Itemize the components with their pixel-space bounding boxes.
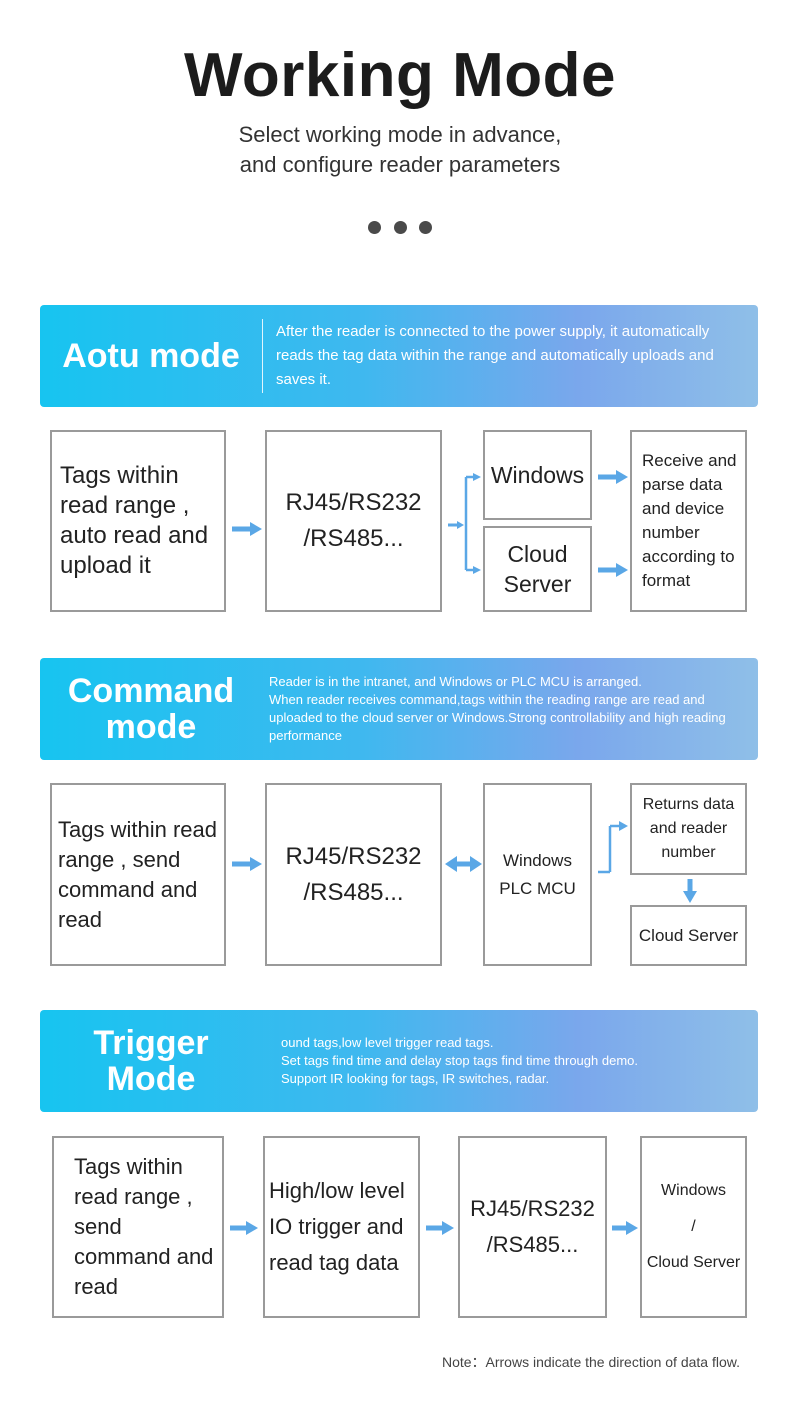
command-source-text: Tags within read range , send command an… [58, 816, 217, 932]
trigger-io-box: High/low level IO trigger and read tag d… [263, 1136, 420, 1318]
trigger-mode-arrows [230, 1221, 638, 1235]
auto-source-text: Tags within read range , auto read and u… [60, 462, 209, 579]
trigger-interface-text: RJ45/RS232 /RS485... [470, 1196, 595, 1257]
auto-cloud-text: Cloud Server [503, 541, 572, 597]
command-interface-text: RJ45/RS232 /RS485... [285, 842, 422, 906]
command-interface-box: RJ45/RS232 /RS485... [265, 783, 442, 966]
decorative-dots [368, 221, 432, 235]
trigger-source-text: Tags within read range , send command an… [74, 1154, 214, 1299]
auto-interface-text: RJ45/RS232 /RS485... [285, 489, 422, 552]
command-cloud-text: Cloud Server [638, 925, 739, 945]
command-mode-arrows [232, 821, 697, 903]
trigger-destination-box: Windows / Cloud Server [640, 1136, 747, 1318]
arrow-head-icon [250, 522, 262, 536]
trigger-desc-line-1: ound tags,low level trigger read tags. [281, 1035, 494, 1050]
trigger-mode-description: ound tags,low level trigger read tags. S… [281, 1010, 750, 1112]
command-controller-line-2: PLC MCU [499, 878, 576, 898]
footnote: Note：Arrows indicate the direction of da… [441, 1354, 740, 1370]
command-title-line-2: mode [105, 708, 197, 746]
trigger-destination-line-1: Windows [661, 1182, 726, 1199]
trigger-source-box: Tags within read range , send command an… [52, 1136, 224, 1318]
dot [419, 221, 432, 234]
trigger-desc-line-2: Set tags find time and delay stop tags f… [281, 1053, 638, 1068]
trigger-destination-line-3: Cloud Server [646, 1254, 741, 1271]
command-controller-line-1: Windows [503, 850, 572, 870]
auto-mode-description: After the reader is connected to the pow… [276, 305, 750, 407]
subtitle-line-1: Select working mode in advance, [238, 122, 562, 147]
auto-source-box: Tags within read range , auto read and u… [50, 430, 226, 612]
auto-mode-arrows [232, 470, 628, 577]
trigger-desc-line-3: Support IR looking for tags, IR switches… [281, 1071, 550, 1086]
auto-result-box: Receive and parse data and device number… [630, 430, 747, 612]
command-cloud-box: Cloud Server [630, 905, 747, 966]
subtitle-line-2: and configure reader parameters [239, 152, 561, 177]
command-controller-box: Windows PLC MCU [483, 783, 592, 966]
trigger-title-line-1: Trigger [93, 1024, 209, 1062]
dot [368, 221, 381, 234]
command-return-box: Returns data and reader number [630, 783, 747, 875]
command-return-text: Returns data and reader number [642, 796, 735, 861]
page-title: Working Mode [184, 41, 616, 110]
auto-mode-title: Aotu mode [62, 337, 240, 375]
auto-cloud-box: Cloud Server [483, 526, 592, 612]
trigger-title-line-2: Mode [106, 1060, 196, 1098]
auto-mode-banner: Aotu mode After the reader is connected … [40, 305, 758, 407]
auto-result-text: Receive and parse data and device number… [642, 451, 737, 590]
trigger-mode-title: Trigger Mode [40, 1010, 262, 1112]
command-mode-title: Command mode [40, 658, 262, 760]
command-desc-line-1: Reader is in the intranet, and Windows o… [269, 674, 642, 689]
dot [393, 221, 407, 234]
command-desc-line-2: When reader receives command,tags within… [269, 692, 726, 743]
page-subtitle: Select working mode in advance, and conf… [0, 120, 800, 180]
trigger-mode-banner: Trigger Mode ound tags,low level trigger… [40, 1010, 758, 1112]
trigger-interface-box: RJ45/RS232 /RS485... [458, 1136, 607, 1318]
trigger-destination-line-2: / [691, 1218, 696, 1235]
banner-divider [262, 319, 263, 393]
auto-mode-desc-text: After the reader is connected to the pow… [276, 323, 714, 388]
command-source-box: Tags within read range , send command an… [50, 783, 226, 966]
auto-windows-box: Windows [483, 430, 592, 520]
auto-windows-text: Windows [490, 461, 585, 488]
trigger-io-text: High/low level IO trigger and read tag d… [269, 1178, 405, 1275]
command-mode-banner: Command mode Reader is in the intranet, … [40, 658, 758, 760]
auto-interface-box: RJ45/RS232 /RS485... [265, 430, 442, 612]
command-mode-description: Reader is in the intranet, and Windows o… [269, 658, 750, 760]
command-title-line-1: Command [67, 672, 235, 710]
